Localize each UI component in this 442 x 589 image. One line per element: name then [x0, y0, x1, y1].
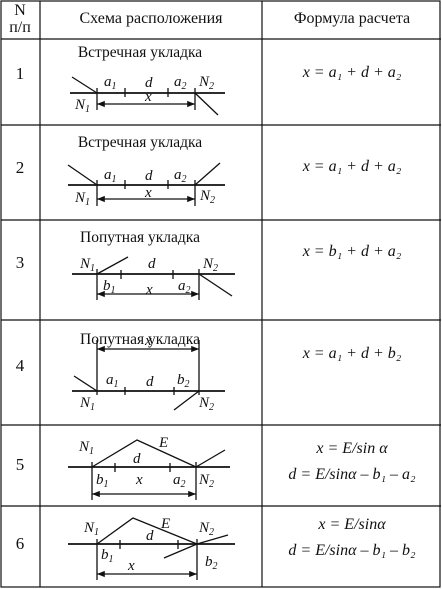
label-a2: a2	[174, 74, 187, 92]
row-number: 2	[15, 158, 25, 177]
header-n: N	[14, 2, 26, 19]
label-x: x	[135, 472, 143, 488]
label-N2: N2	[198, 74, 214, 92]
row-number: 5	[15, 455, 25, 474]
row-number: 6	[15, 534, 25, 553]
scheme-4	[72, 340, 225, 411]
header-scheme: Схема расположения	[79, 10, 223, 27]
label-N2: N2	[198, 395, 214, 413]
scheme-caption: Встречная укладка	[77, 44, 203, 61]
scheme-caption: Попутная укладка	[80, 229, 200, 246]
label-N1: N1	[79, 256, 95, 274]
formula: d = E/sinα – b₁ – a₂	[288, 466, 416, 483]
formula: x = b₁ + d + a₂	[302, 243, 402, 260]
formula: x = E/sinα	[318, 516, 386, 533]
scheme-6	[68, 517, 235, 580]
label-b1: b1	[101, 547, 114, 565]
label-d: d	[145, 75, 153, 91]
label-a2: a2	[173, 472, 186, 490]
scheme-caption: Попутная укладка	[80, 331, 200, 348]
label-x: x	[144, 185, 152, 201]
formula: d = E/sinα – b₁ – b₂	[288, 542, 416, 559]
formula: x = a₁ + d + a₂	[302, 158, 402, 175]
row-number: 3	[15, 253, 25, 272]
row-number: 4	[15, 356, 25, 375]
label-b2: b2	[177, 372, 190, 390]
label-E: E	[160, 516, 170, 532]
label-b2: b2	[205, 554, 218, 572]
scheme-caption: Встречная укладка	[77, 134, 203, 151]
label-x: x	[144, 333, 152, 349]
scheme-5	[68, 439, 230, 500]
label-a1: a1	[104, 74, 117, 92]
label-a1: a1	[104, 167, 117, 185]
formula: x = E/sin α	[316, 440, 388, 457]
label-N2: N2	[198, 472, 214, 490]
label-d: d	[148, 256, 156, 272]
header-pp: п/п	[9, 19, 31, 36]
row-number: 1	[15, 64, 25, 83]
scheme-1	[70, 76, 225, 116]
label-x: x	[145, 282, 153, 298]
scheme-2	[67, 162, 225, 206]
label-d: d	[133, 451, 141, 467]
label-N2: N2	[202, 256, 218, 274]
label-N1: N1	[79, 395, 95, 413]
label-N1: N1	[78, 439, 94, 457]
header-number: N п/п	[0, 2, 40, 36]
formula: x = a₁ + d + a₂	[302, 64, 402, 81]
label-N1: N1	[74, 97, 90, 115]
label-N2: N2	[199, 188, 215, 206]
formula: x = a₁ + d + b₂	[302, 345, 402, 362]
label-E: E	[158, 435, 168, 451]
label-a2: a2	[178, 278, 191, 296]
label-x: x	[144, 89, 152, 105]
label-a1: a1	[106, 372, 119, 390]
label-b1: b1	[103, 278, 116, 296]
label-a2: a2	[174, 167, 187, 185]
label-N1: N1	[74, 190, 90, 208]
label-b1: b1	[96, 472, 109, 490]
scheme-3	[72, 256, 235, 300]
label-N1: N1	[83, 520, 99, 538]
label-d: d	[146, 528, 154, 544]
label-d: d	[145, 168, 153, 184]
label-d: d	[146, 374, 154, 390]
label-N2: N2	[198, 520, 214, 538]
label-x: x	[127, 558, 135, 574]
header-formula: Формула расчета	[293, 10, 411, 27]
